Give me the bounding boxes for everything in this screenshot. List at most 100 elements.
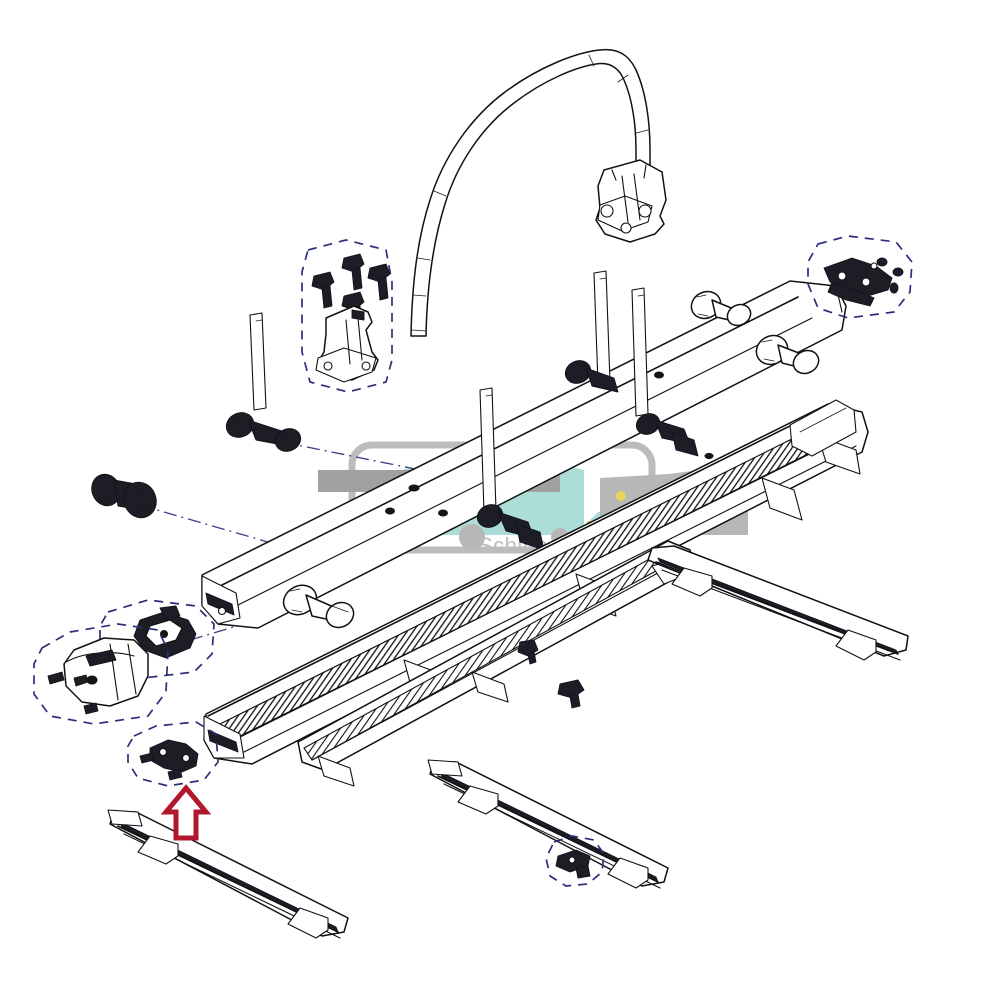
center-rail-foot-1 xyxy=(317,755,355,787)
mounting-foot xyxy=(315,305,379,383)
mounting-bracket-tab xyxy=(139,752,155,764)
loose-screw-1 xyxy=(517,639,539,665)
tray-rail-3-clip-2 xyxy=(835,629,877,661)
main-rail-edge-2 xyxy=(223,317,813,613)
callout-small-fastener-box xyxy=(545,835,605,887)
arch-end-cap xyxy=(410,329,427,332)
main-rail-hole-5 xyxy=(654,371,664,379)
tray-rail-1-clip-1 xyxy=(137,835,179,865)
screw-2-shank xyxy=(351,267,363,291)
secondary-rail-end-slot xyxy=(207,729,239,753)
wheel-tray-rail-1 xyxy=(107,809,349,939)
mounting-foot-rib-1 xyxy=(345,319,351,365)
wheel-tray-rail-2 xyxy=(427,759,669,889)
roller-knurl xyxy=(98,475,151,513)
knob-2 xyxy=(690,290,752,327)
mounting-bracket-hole-1 xyxy=(158,747,168,757)
end-fitting-hole-1 xyxy=(837,271,847,281)
mounting-foot-hole-1 xyxy=(323,361,333,371)
arch-seam-6 xyxy=(635,129,649,134)
clamp-2-wheel xyxy=(564,360,592,384)
mounting-bracket-screw xyxy=(167,768,183,781)
center-rail-foot-2 xyxy=(471,671,509,703)
tray-rail-2-clip-1 xyxy=(457,785,499,815)
arch-foot-hole-3 xyxy=(620,222,632,234)
clamp-1-head xyxy=(274,428,302,452)
mounting-foot-hole-2 xyxy=(361,361,371,371)
arch-seam-5 xyxy=(617,74,629,83)
watermark-wheel-1 xyxy=(459,524,485,550)
tray-rail-3-clip-1 xyxy=(671,567,713,597)
callout-wheel-holder-box xyxy=(33,623,169,725)
end-fitting-hole-3 xyxy=(870,262,878,270)
arch-foot-hole-1 xyxy=(600,204,614,218)
secondary-rail-top-edge xyxy=(207,405,831,717)
wheel-holder-ridge-3 xyxy=(127,643,137,695)
callout-wheel-holder-body xyxy=(33,623,169,725)
secondary-rail-bottom-edge xyxy=(243,445,857,753)
post-base-clamp-3 xyxy=(635,413,699,457)
knob-3-knurl xyxy=(761,339,775,362)
small-fastener-hole xyxy=(568,856,576,864)
loose-fasteners xyxy=(517,639,585,709)
knob-1-cap xyxy=(325,601,355,629)
tray-rail-3-groove xyxy=(657,557,899,655)
clamp-block-hole xyxy=(160,630,168,638)
post-2-tip xyxy=(485,394,493,397)
callout-clamp-assembly xyxy=(99,599,215,679)
callout-mounting-bracket-box xyxy=(127,721,219,787)
post-base-clamp-4 xyxy=(476,504,545,551)
main-rail-hole-6 xyxy=(704,452,714,460)
clamp-4-wheel xyxy=(476,504,504,528)
tray-rail-2-endcap xyxy=(427,759,463,777)
wheel-holder-tab-2 xyxy=(73,674,89,687)
post-1-tip xyxy=(255,319,263,322)
leader-line-clamp xyxy=(189,624,241,641)
arch-foot-hole-2 xyxy=(638,204,652,218)
end-fitting-washer xyxy=(892,267,904,277)
center-rail-edge xyxy=(311,559,683,761)
callout-screw-set-and-foot xyxy=(301,239,393,393)
end-fitting-nut xyxy=(876,257,888,267)
secondary-rail xyxy=(203,403,869,765)
end-fitting-hole-2 xyxy=(861,277,871,287)
upright-post-1 xyxy=(249,312,267,411)
tray-rail-1-clip-2 xyxy=(287,907,329,939)
knob-3 xyxy=(755,334,820,375)
end-fitting-plate-lower xyxy=(827,281,875,307)
arch-seam-4 xyxy=(588,54,595,67)
watermark-dot-yellow xyxy=(616,491,626,501)
knob-1 xyxy=(282,584,355,629)
post-base-clamps xyxy=(225,360,699,551)
knob-2-cap xyxy=(726,303,752,327)
main-rail-hole-1 xyxy=(408,484,420,492)
wheel-tray-rail-3 xyxy=(647,545,909,661)
knob-1-flange xyxy=(282,584,318,616)
main-rail-hole-2 xyxy=(385,507,395,515)
tray-rail-1-endcap xyxy=(107,809,143,827)
arch-seam-1 xyxy=(433,190,447,197)
leader-line-roller-lower xyxy=(139,504,331,561)
post-base-clamp-2 xyxy=(564,360,619,393)
tray-rail-3-body xyxy=(647,545,909,657)
callout-end-fitting-right xyxy=(807,235,913,319)
clamp-3-foot xyxy=(671,431,699,457)
callout-mounting-bracket-detail xyxy=(127,721,219,787)
wheel-holder-tab-3 xyxy=(83,702,99,715)
knob-3-flange xyxy=(755,334,789,366)
post-3-tip xyxy=(599,277,607,280)
arch-foot-rib-1 xyxy=(621,175,629,223)
clamp-2-arm xyxy=(585,367,619,393)
loose-screw-1-shank xyxy=(527,651,537,665)
arch-seam-3 xyxy=(412,294,427,297)
arch-seam-2 xyxy=(417,257,431,261)
knob-2-flange xyxy=(690,290,722,320)
tray-rail-2-clip-2 xyxy=(607,857,649,889)
loose-screw-2 xyxy=(557,679,585,709)
secondary-rail-mid-edge xyxy=(227,435,847,743)
screw-4-shank xyxy=(377,277,389,301)
callout-end-fitting-box xyxy=(807,235,913,319)
small-fastener-tip xyxy=(575,865,591,879)
